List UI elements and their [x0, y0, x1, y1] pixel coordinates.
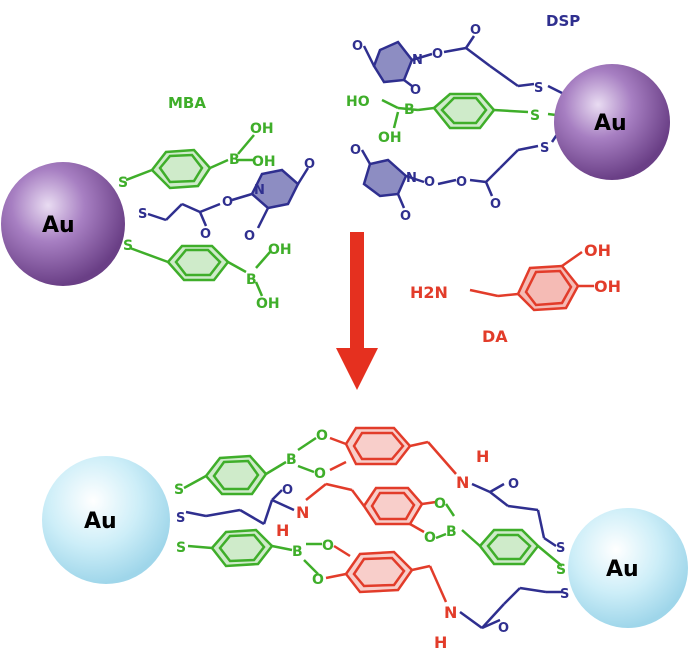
dsp-upper-s: S: [534, 81, 543, 96]
mba-right-s: S: [530, 108, 540, 124]
mba-title: MBA: [168, 94, 206, 112]
dsp-lower-n: N: [406, 171, 417, 186]
s-label: S: [176, 540, 186, 556]
gold-nanoparticle: [42, 456, 170, 584]
gold-label: Au: [606, 557, 639, 582]
gold-label: Au: [42, 213, 75, 238]
da-h2n: H2N: [410, 283, 448, 302]
product-mba-bottom: [187, 528, 322, 575]
o-label: O: [312, 572, 324, 588]
h-label: H: [476, 447, 489, 466]
mba-right-ho: HO: [346, 94, 370, 110]
gold-nanoparticle: [554, 64, 670, 180]
mba-upper-b: B: [229, 152, 240, 168]
mba-molecule-right: [381, 92, 565, 130]
dopamine-molecule: H2N OH OH DA: [410, 241, 621, 346]
top-right-nanoparticle-group: DSP O N O O O S: [346, 12, 670, 224]
product-mba-right: [435, 503, 563, 567]
mba-upper-oh1: OH: [250, 121, 274, 137]
gold-nanoparticle: [1, 162, 125, 286]
product-da-bottom: [325, 544, 448, 603]
mba-right-b: B: [404, 102, 415, 118]
product-assembly: Au Au S B O O H N: [42, 426, 688, 652]
n-label: N: [444, 603, 457, 622]
o-label: O: [316, 428, 328, 444]
mba-right-oh: OH: [378, 130, 402, 146]
b-label: B: [286, 452, 297, 468]
dsp-lower-o1: O: [490, 197, 501, 212]
product-da-top: [329, 426, 457, 475]
dsp-upper-n: N: [412, 53, 423, 68]
product-dsp-left: [185, 489, 295, 526]
da-oh1: OH: [584, 241, 611, 260]
mba-upper-s: S: [118, 175, 128, 191]
da-oh2: OH: [594, 277, 621, 296]
dsp-lower-o2: O: [456, 175, 467, 190]
dsp-left-o2: O: [222, 195, 233, 210]
mba-lower-b: B: [246, 272, 257, 288]
o-label: O: [424, 530, 436, 546]
o-label: O: [434, 496, 446, 512]
dsp-lower-o5: O: [400, 209, 411, 224]
dsp-chain-left: [147, 167, 310, 229]
s-label: S: [174, 482, 184, 498]
mba-lower-oh1: OH: [268, 242, 292, 258]
product-dsp-top-right: [471, 482, 557, 548]
n-label: N: [456, 473, 469, 492]
b-label: B: [446, 524, 457, 540]
gold-nanoparticle: [568, 508, 688, 628]
dsp-title: DSP: [546, 12, 580, 30]
b-label: B: [292, 544, 303, 560]
dsp-left-o4: O: [304, 157, 315, 172]
reaction-arrow: [336, 232, 378, 390]
dsp-upper-o3: O: [432, 47, 443, 62]
dsp-left-o3: O: [244, 229, 255, 244]
o-label: O: [314, 466, 326, 482]
mba-lower-oh2: OH: [256, 296, 280, 312]
dsp-left-s: S: [138, 207, 147, 222]
o-label: O: [498, 621, 509, 636]
dsp-lower-o3: O: [424, 175, 435, 190]
mba-molecule-lower: [129, 244, 271, 297]
s-label: S: [176, 511, 185, 526]
mba-molecule-upper: [125, 134, 255, 190]
dsp-lower-s: S: [540, 141, 549, 156]
s-label: S: [556, 562, 566, 578]
da-title: DA: [482, 327, 508, 346]
product-da-middle: [305, 482, 437, 534]
o-label: O: [322, 538, 334, 554]
mba-lower-s: S: [123, 238, 133, 254]
product-mba-top: [183, 436, 317, 496]
dsp-upper-o2: O: [410, 83, 421, 98]
gold-label: Au: [594, 111, 627, 136]
dsp-molecule-upper: [362, 35, 565, 96]
o-label: O: [282, 483, 293, 498]
dsp-left-o1: O: [200, 227, 211, 242]
h-label: H: [434, 633, 447, 652]
dsp-upper-o4: O: [470, 23, 481, 38]
mba-upper-oh2: OH: [252, 154, 276, 170]
top-left-nanoparticle-group: Au MBA S B OH OH S O O N: [1, 94, 315, 312]
dsp-lower-o4: O: [350, 143, 361, 158]
o-label: O: [508, 477, 519, 492]
s-label: S: [560, 587, 569, 602]
dsp-upper-o1: O: [352, 39, 363, 54]
product-dsp-bottom-right: [459, 586, 562, 630]
gold-label: Au: [84, 509, 117, 534]
h-label: H: [276, 521, 289, 540]
dsp-left-n: N: [254, 183, 265, 198]
n-label: N: [296, 503, 309, 522]
s-label: S: [556, 541, 565, 556]
